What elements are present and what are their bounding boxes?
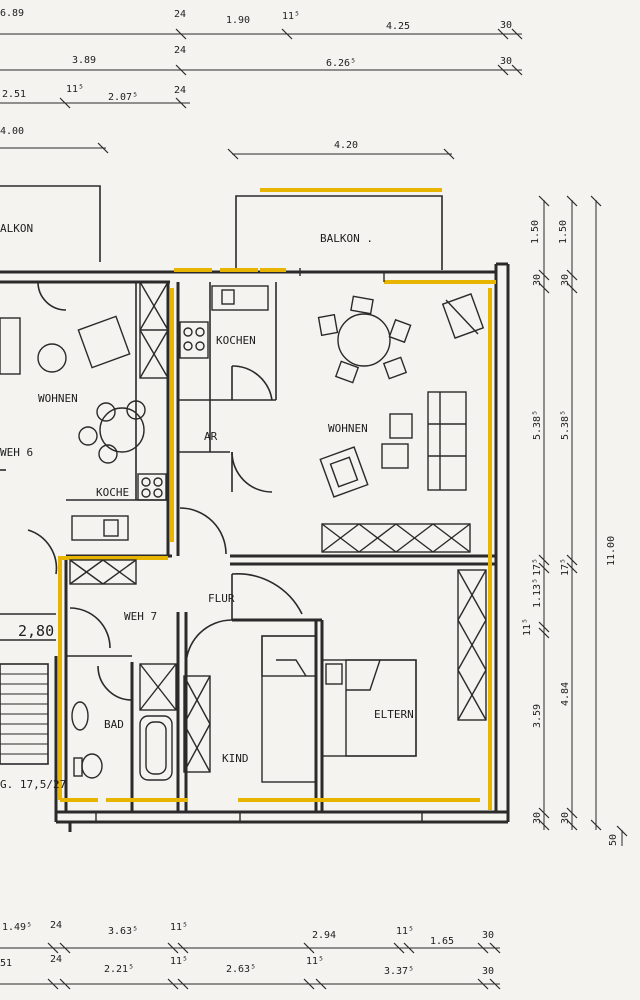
toilet xyxy=(81,753,103,779)
dim-bottom-r2c: 2.21⁵ xyxy=(104,964,134,975)
balcony-right: BALKON . xyxy=(235,195,443,270)
sofa-right xyxy=(427,391,467,491)
top-dimensions: 6.89 24 1.90 11⁵ 4.25 30 3.89 24 6.26⁵ 3… xyxy=(0,8,523,160)
cabinet-weh7 xyxy=(69,559,137,585)
bathtub xyxy=(139,715,173,781)
bed-kind xyxy=(261,635,317,783)
room-label-kochen: KOCHEN xyxy=(216,334,256,347)
dim-bottom-r2f: 11⁵ xyxy=(306,956,324,967)
balcony-left: ALKON xyxy=(0,185,101,262)
dim-top-r3d: 24 xyxy=(174,85,186,96)
dim-bottom-r2b: 24 xyxy=(50,954,62,965)
dim-top-r3a: 2.51 xyxy=(2,89,26,100)
dim-right-d1: 50 xyxy=(608,834,619,846)
dim-bottom-r2e: 2.63⁵ xyxy=(226,964,256,975)
dining-table xyxy=(337,313,391,367)
dim-bottom-r2d: 11⁵ xyxy=(170,956,188,967)
room-labels: KOCHEN WOHNEN WEH 6 KOCHE AR WOHNEN FLUR… xyxy=(0,334,414,791)
side-cabinet xyxy=(441,293,485,339)
dim-bottom-r2g: 3.37⁵ xyxy=(384,966,414,977)
dim-right-b5: 4.84 xyxy=(560,682,571,706)
apartment-highlight xyxy=(58,188,496,810)
dim-right-b3: 5.38⁵ xyxy=(560,410,571,440)
dim-top-r1d: 11⁵ xyxy=(282,11,300,22)
dim-right-a3: 5.38⁵ xyxy=(532,410,543,440)
dim-right-a1: 1.50 xyxy=(530,220,541,244)
dim-right-b2: 30 xyxy=(560,274,571,286)
dim-right-a5: 1.13⁵ xyxy=(532,578,543,608)
dim-bottom-r1h: 30 xyxy=(482,930,494,941)
dim-bottom-r2a: 51 xyxy=(0,958,12,969)
room-label-wohnen-right: WOHNEN xyxy=(328,422,368,435)
cabinet-left-upper xyxy=(139,281,169,379)
dim-bottom-r1f: 11⁵ xyxy=(396,926,414,937)
room-label-flur: FLUR xyxy=(208,592,235,605)
cabinet-wohnen-right xyxy=(321,523,471,553)
armchair-left xyxy=(77,315,131,369)
dim-top-r2b: 24 xyxy=(174,45,186,56)
dim-bottom-r1a: 1.49⁵ xyxy=(2,922,32,933)
table-left xyxy=(99,407,145,453)
room-label-wohnen-left: WOHNEN xyxy=(38,392,78,405)
dim-right-a4: 17⁵ xyxy=(532,558,543,576)
bottom-dimensions: 1.49⁵ 24 3.63⁵ 11⁵ 2.94 11⁵ 1.65 30 51 2… xyxy=(0,920,501,990)
shower xyxy=(139,663,177,711)
dim-bottom-r1c: 3.63⁵ xyxy=(108,926,138,937)
stair-size-label: 2,80 xyxy=(18,622,54,640)
room-label-koche-left: KOCHE xyxy=(96,486,129,499)
washbasin xyxy=(71,701,89,731)
dim-right-a2: 30 xyxy=(532,274,543,286)
dim-right-a8: 30 xyxy=(532,812,543,824)
stove-right xyxy=(179,321,209,359)
dim-top-r1f: 30 xyxy=(500,20,512,31)
dim-bottom-r1e: 2.94 xyxy=(312,930,336,941)
dim-bottom-r1b: 24 xyxy=(50,920,62,931)
dim-top-r1a: 6.89 xyxy=(0,8,24,19)
dim-right-a7: 3.59 xyxy=(532,704,543,728)
room-label-bad: BAD xyxy=(104,718,124,731)
cabinet-kind xyxy=(183,675,211,773)
dim-top-r5a: 4.20 xyxy=(334,140,358,151)
dim-top-r3b: 11⁵ xyxy=(66,84,84,95)
dim-right-c1: 11.00 xyxy=(606,536,617,566)
room-label-balkon-left: ALKON xyxy=(0,222,33,235)
stair-note-label: G. 17,5/27 xyxy=(0,778,66,791)
dim-bottom-r1g: 1.65 xyxy=(430,936,454,947)
room-label-ar: AR xyxy=(204,430,218,443)
room-label-weh7: WEH 7 xyxy=(124,610,157,623)
room-label-eltern: ELTERN xyxy=(374,708,414,721)
dim-right-a6: 11⁵ xyxy=(522,618,533,636)
armchair-right xyxy=(319,446,369,498)
dim-top-r2d: 30 xyxy=(500,56,512,67)
dim-right-b6: 30 xyxy=(560,812,571,824)
chair-round-left xyxy=(37,343,67,373)
room-label-balkon-right: BALKON . xyxy=(320,232,373,245)
dim-top-r3c: 2.07⁵ xyxy=(108,92,138,103)
room-label-kind: KIND xyxy=(222,752,249,765)
room-label-weh6: WEH 6 xyxy=(0,446,33,459)
walls xyxy=(0,262,510,832)
right-dimension-labels: 1.50 30 5.38⁵ 17⁵ 1.13⁵ 11⁵ 3.59 30 1.50… xyxy=(522,220,619,846)
dim-top-r1c: 1.90 xyxy=(226,15,250,26)
right-dimensions xyxy=(538,195,628,846)
dim-right-b4: 17⁵ xyxy=(560,558,571,576)
dim-top-r1b: 24 xyxy=(174,9,186,20)
dim-top-r2c: 6.26⁵ xyxy=(326,58,356,69)
dim-bottom-r1d: 11⁵ xyxy=(170,922,188,933)
dim-top-r2a: 3.89 xyxy=(72,55,96,66)
dim-top-r1e: 4.25 xyxy=(386,21,410,32)
dim-bottom-r2h: 30 xyxy=(482,966,494,977)
furniture xyxy=(0,268,487,822)
cabinet-eltern xyxy=(457,569,487,721)
stove-left xyxy=(137,473,167,501)
dim-right-b1: 1.50 xyxy=(558,220,569,244)
doors xyxy=(27,281,303,701)
dim-top-r4a: 4.00 xyxy=(0,126,24,137)
kitchen-counter-top xyxy=(211,285,269,311)
